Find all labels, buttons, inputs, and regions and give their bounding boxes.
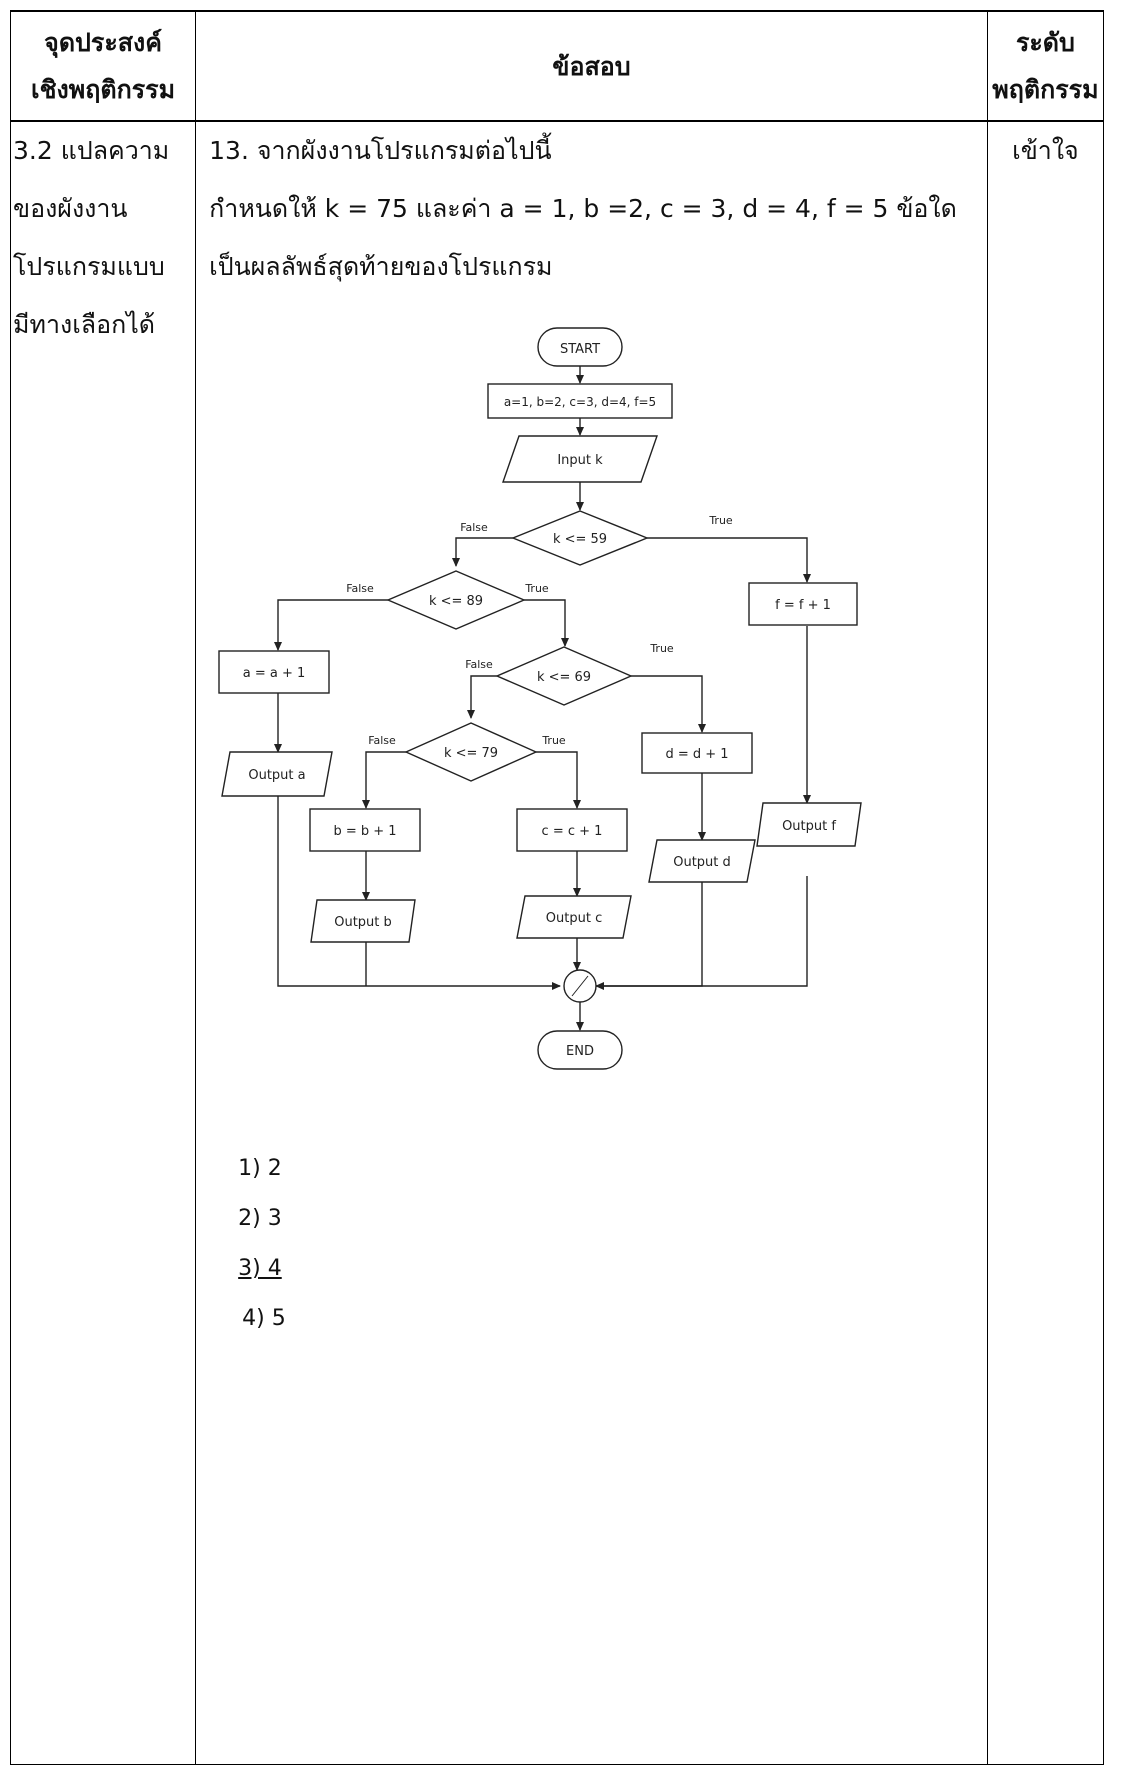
header-objective: จุดประสงค์ เชิงพฤติกรรม bbox=[11, 11, 196, 121]
output-d-label: Output d bbox=[673, 855, 731, 870]
start-label: START bbox=[560, 342, 600, 357]
choice-4: 4) 5 bbox=[238, 1294, 987, 1344]
header-question: ข้อสอบ bbox=[196, 11, 988, 121]
header-objective-line1: จุดประสงค์ bbox=[11, 19, 195, 66]
label-true: True bbox=[524, 582, 549, 595]
objective-line: มีทางเลือกได้ bbox=[11, 296, 195, 354]
label-false: False bbox=[460, 521, 488, 534]
process-f-label: f = f + 1 bbox=[775, 598, 831, 613]
choice-3-correct: 3) 4 bbox=[238, 1244, 987, 1294]
init-label: a=1, b=2, c=3, d=4, f=5 bbox=[504, 395, 656, 409]
label-false: False bbox=[346, 582, 374, 595]
objective-line: ของผังงาน bbox=[11, 180, 195, 238]
header-level-line1: ระดับ bbox=[988, 19, 1103, 66]
decision-k69-label: k <= 69 bbox=[537, 670, 591, 685]
question-row: 3.2 แปลความ ของผังงาน โปรแกรมแบบ มีทางเล… bbox=[11, 121, 1104, 1765]
label-true: True bbox=[649, 642, 674, 655]
objective-line: 3.2 แปลความ bbox=[11, 122, 195, 180]
label-false: False bbox=[465, 658, 493, 671]
question-line-3: เป็นผลลัพธ์สุดท้ายของโปรแกรม bbox=[196, 238, 987, 296]
connector bbox=[524, 600, 565, 646]
level-text: เข้าใจ bbox=[988, 122, 1103, 180]
connector bbox=[471, 676, 497, 718]
connector bbox=[278, 600, 388, 650]
header-level: ระดับ พฤติกรรม bbox=[987, 11, 1103, 121]
connector bbox=[456, 538, 513, 566]
objective-cell: 3.2 แปลความ ของผังงาน โปรแกรมแบบ มีทางเล… bbox=[11, 121, 196, 1765]
decision-k89-label: k <= 89 bbox=[429, 594, 483, 609]
connector bbox=[647, 538, 807, 582]
decision-k59-label: k <= 59 bbox=[553, 532, 607, 547]
output-c-label: Output c bbox=[546, 911, 602, 926]
input-k-label: Input k bbox=[557, 453, 603, 468]
question-cell: 13. จากผังงานโปรแกรมต่อไปนี้ กำหนดให้ k … bbox=[196, 121, 988, 1765]
answer-choices: 1) 2 2) 3 3) 4 4) 5 bbox=[196, 1144, 987, 1344]
connector bbox=[366, 752, 406, 808]
label-true: True bbox=[541, 734, 566, 747]
decision-k79-label: k <= 79 bbox=[444, 746, 498, 761]
exam-table: จุดประสงค์ เชิงพฤติกรรม ข้อสอบ ระดับ พฤต… bbox=[10, 10, 1104, 1765]
process-a-label: a = a + 1 bbox=[243, 666, 306, 681]
output-a-label: Output a bbox=[249, 768, 306, 783]
question-line-2: กำหนดให้ k = 75 และค่า a = 1, b =2, c = … bbox=[196, 180, 987, 238]
question-line-1: 13. จากผังงานโปรแกรมต่อไปนี้ bbox=[196, 122, 987, 180]
choice-2: 2) 3 bbox=[238, 1194, 987, 1244]
table-header-row: จุดประสงค์ เชิงพฤติกรรม ข้อสอบ ระดับ พฤต… bbox=[11, 11, 1104, 121]
output-b-label: Output b bbox=[334, 915, 392, 930]
level-cell: เข้าใจ bbox=[987, 121, 1103, 1765]
process-d-label: d = d + 1 bbox=[666, 747, 729, 762]
flowchart-svg: START a=1, b=2, c=3, d=4, f=5 Input k k … bbox=[196, 296, 987, 1136]
flowchart: START a=1, b=2, c=3, d=4, f=5 Input k k … bbox=[196, 296, 987, 1136]
process-c-label: c = c + 1 bbox=[542, 824, 603, 839]
label-true: True bbox=[708, 514, 733, 527]
end-label: END bbox=[566, 1044, 594, 1059]
output-f-label: Output f bbox=[782, 819, 836, 834]
connector bbox=[536, 752, 577, 808]
header-objective-line2: เชิงพฤติกรรม bbox=[11, 66, 195, 113]
header-level-line2: พฤติกรรม bbox=[988, 66, 1103, 113]
choice-3-text: 3) 4 bbox=[238, 1256, 282, 1281]
choice-1: 1) 2 bbox=[238, 1144, 987, 1194]
process-b-label: b = b + 1 bbox=[334, 824, 397, 839]
objective-line: โปรแกรมแบบ bbox=[11, 238, 195, 296]
label-false: False bbox=[368, 734, 396, 747]
connector bbox=[631, 676, 702, 732]
